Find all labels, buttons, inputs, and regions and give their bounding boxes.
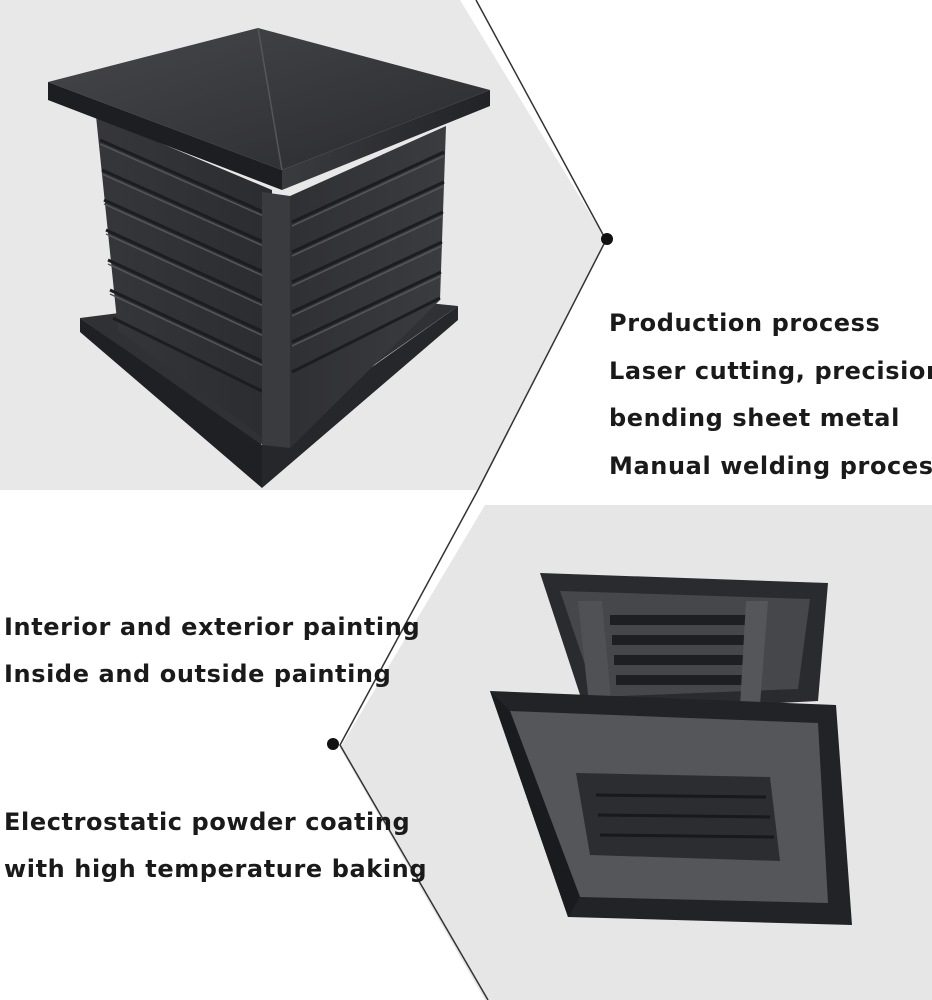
production-line-3: bending sheet metal	[609, 404, 900, 432]
production-line-1: Production process	[609, 309, 881, 337]
right-rail	[740, 601, 768, 707]
production-line-2: Laser cutting, precision	[609, 356, 932, 385]
square-louvered-vent-icon	[490, 573, 852, 925]
left-louver-face	[96, 116, 272, 445]
painting-line-1: Interior and exterior painting	[4, 613, 421, 641]
cap-edge-left	[48, 82, 282, 190]
top-product-panel	[0, 0, 606, 490]
left-rail	[578, 601, 612, 713]
louvered-cupola-vent-icon	[48, 27, 490, 488]
base-plate-edge-left	[80, 318, 262, 488]
cap-edge-right	[282, 90, 490, 190]
bottom-product-panel	[340, 505, 932, 1000]
painting-line-2: Inside and outside painting	[4, 660, 392, 688]
coating-line-1: Electrostatic powder coating	[4, 808, 411, 836]
production-line-4: Manual welding process	[609, 451, 932, 480]
coating-text: Electrostatic powder coating with high t…	[4, 799, 427, 893]
corner-post	[262, 192, 290, 448]
bullet-dot-bottom	[327, 738, 339, 750]
coating-line-2: with high temperature baking	[4, 855, 428, 883]
base-plate-edge-right	[262, 306, 458, 488]
production-process-text: Production process Laser cutting, precis…	[609, 300, 932, 490]
painting-text: Interior and exterior painting Inside an…	[4, 604, 420, 698]
cap-roof	[48, 28, 490, 170]
